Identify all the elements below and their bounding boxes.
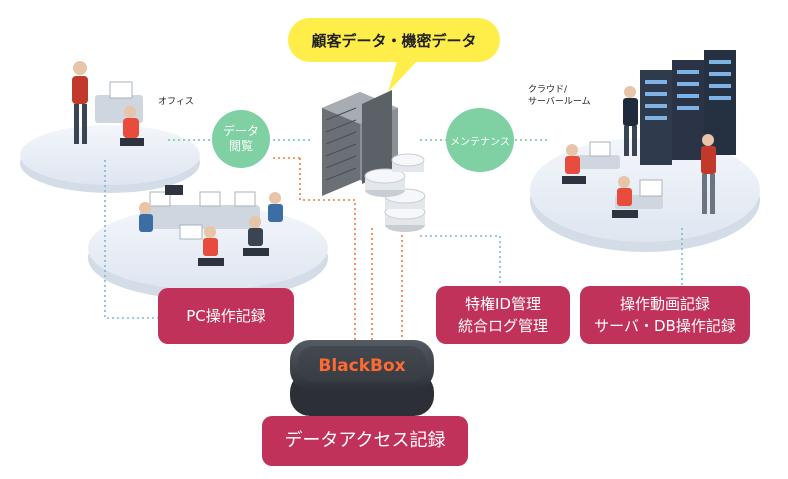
video-record-box: 操作動画記録 サーバ・DB操作記録	[580, 286, 750, 344]
blue-line-servers	[420, 235, 501, 286]
pc-record-label: PC操作記録	[186, 307, 266, 325]
data-access-label: データアクセス記録	[284, 430, 446, 451]
data-view-line1: データ	[222, 124, 259, 138]
speech-bubble	[288, 18, 500, 92]
blackbox-device-icon	[290, 340, 434, 416]
blackbox-brand: BlackBox	[318, 356, 406, 376]
pc-record-box: PC操作記録	[158, 288, 294, 344]
data-view-line2: 閲覧	[228, 139, 253, 153]
office-platform-upper	[20, 125, 200, 193]
privileged-id-box: 特権ID管理 統合ログ管理	[436, 286, 570, 344]
data-view-badge: データ 閲覧	[212, 110, 270, 168]
bubble-text: 顧客データ・機密データ	[311, 32, 477, 50]
office-workers-illustration	[72, 61, 283, 266]
data-access-box: データアクセス記録	[262, 416, 468, 466]
cloud-label-line2: サーバールーム	[528, 97, 591, 107]
maintenance-badge: メンテナンス	[446, 108, 514, 172]
server-rack-icon	[322, 90, 398, 196]
log-management-label: 統合ログ管理	[457, 317, 548, 335]
maintenance-label: メンテナンス	[450, 136, 510, 148]
database-icon	[364, 153, 426, 232]
server-db-record-label: サーバ・DB操作記録	[594, 317, 736, 335]
server-room-illustration	[562, 50, 736, 218]
office-label: オフィス	[158, 97, 194, 107]
video-record-label: 操作動画記録	[619, 295, 710, 313]
orange-line-left-1	[299, 158, 356, 345]
privileged-id-label: 特権ID管理	[465, 295, 541, 313]
cloud-label-line1: クラウド/	[528, 85, 568, 95]
